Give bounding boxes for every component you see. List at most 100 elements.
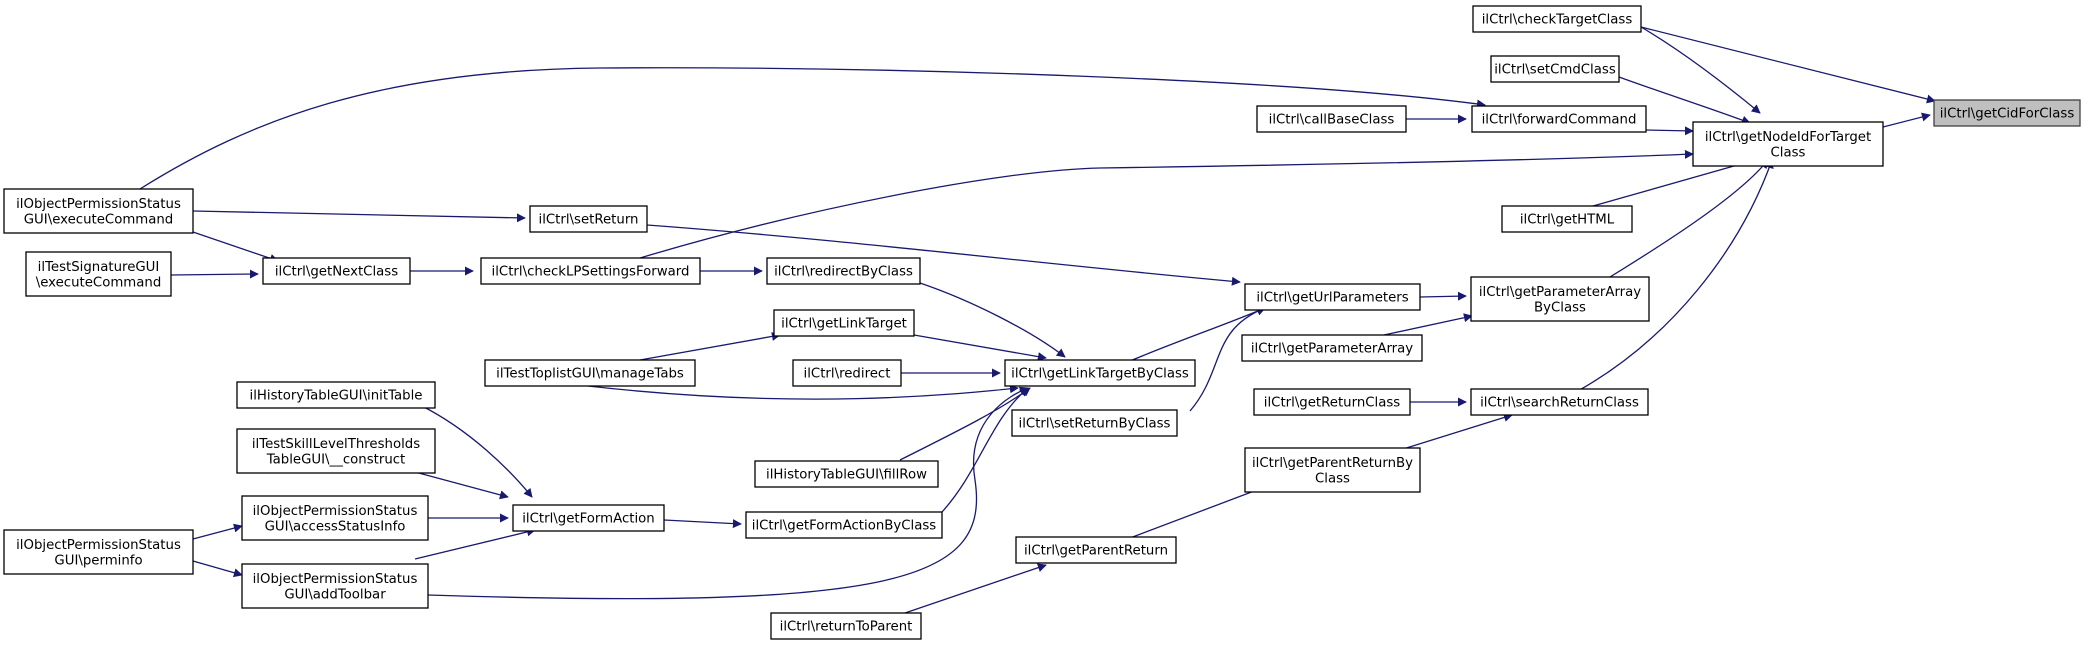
node-box <box>1490 55 1620 83</box>
node-fillRow[interactable]: ilHistoryTableGUI\fillRow <box>754 460 939 488</box>
edge-getParameterArrayByClass-to-getNodeIdForTargetClass <box>1609 159 1769 278</box>
edge-setCmdClass-to-getNodeIdForTargetClass <box>1618 76 1751 125</box>
node-label: ilObjectPermissionStatus <box>253 572 418 587</box>
edge-perminfo-to-accessStatusInfo <box>192 523 243 540</box>
node-label: ilCtrl\getHTML <box>1520 213 1615 228</box>
node-returnToParent[interactable]: ilCtrl\returnToParent <box>770 612 922 640</box>
node-label: Class <box>1315 471 1350 486</box>
edges <box>139 26 1936 614</box>
node-label: ilTestSignatureGUI <box>38 260 160 275</box>
node-getParameterArray[interactable]: ilCtrl\getParameterArray <box>1241 334 1423 362</box>
edge-getParentReturn-to-getParentReturnByClass <box>1129 483 1271 539</box>
node-box <box>1256 105 1407 133</box>
node-construct[interactable]: ilTestSkillLevelThresholdsTableGUI\__con… <box>236 428 436 474</box>
node-getReturnClass[interactable]: ilCtrl\getReturnClass <box>1253 388 1411 416</box>
node-getLinkTargetByClass[interactable]: ilCtrl\getLinkTargetByClass <box>1004 359 1196 387</box>
node-box <box>773 309 915 337</box>
node-forwardCommand[interactable]: ilCtrl\forwardCommand <box>1471 105 1647 133</box>
node-box <box>3 188 194 234</box>
node-checkTargetClass[interactable]: ilCtrl\checkTargetClass <box>1472 5 1642 33</box>
node-checkLPSettingsForward[interactable]: ilCtrl\checkLPSettingsForward <box>480 257 701 285</box>
node-label: ilHistoryTableGUI\fillRow <box>766 468 927 483</box>
node-box <box>745 511 943 539</box>
node-box <box>1004 359 1196 387</box>
node-getUrlParameters[interactable]: ilCtrl\getUrlParameters <box>1244 283 1421 311</box>
node-box <box>1244 447 1421 493</box>
node-box <box>1470 276 1650 322</box>
edge-getLinkTarget-to-getLinkTargetByClass <box>913 334 1047 362</box>
node-getLinkTarget[interactable]: ilCtrl\getLinkTarget <box>773 309 915 337</box>
node-accessStatusInfo[interactable]: ilObjectPermissionStatusGUI\accessStatus… <box>241 495 429 541</box>
node-box <box>241 495 429 541</box>
node-getFormAction[interactable]: ilCtrl\getFormAction <box>512 504 665 532</box>
node-label: ByClass <box>1534 300 1586 315</box>
node-label: Class <box>1771 145 1806 160</box>
node-getNextClass[interactable]: ilCtrl\getNextClass <box>262 257 411 285</box>
node-box <box>1933 99 2081 127</box>
node-label: ilCtrl\getLinkTarget <box>781 317 907 332</box>
edge-getFormAction-to-getFormActionByClass <box>663 519 742 529</box>
node-box <box>3 529 194 575</box>
node-label: GUI\addToolbar <box>284 587 386 602</box>
edge-fillRow-to-getLinkTargetByClass <box>899 387 1031 461</box>
node-callBaseClass[interactable]: ilCtrl\callBaseClass <box>1256 105 1407 133</box>
node-label: GUI\executeCommand <box>24 212 174 227</box>
node-label: GUI\accessStatusInfo <box>265 519 406 534</box>
node-box <box>754 460 939 488</box>
node-redirectByClass[interactable]: ilCtrl\redirectByClass <box>766 257 921 285</box>
node-getCidForClass[interactable]: ilCtrl\getCidForClass <box>1933 99 2081 127</box>
node-label: ilCtrl\getParentReturnBy <box>1252 456 1413 471</box>
node-tsExecuteCommand[interactable]: ilTestSignatureGUI\executeCommand <box>25 251 172 297</box>
node-label: ilCtrl\checkLPSettingsForward <box>492 265 690 280</box>
edge-manageTabs-to-getLinkTarget <box>639 331 781 361</box>
edge-getNodeIdForTargetClass-to-getCidForClass <box>1882 112 1931 128</box>
edge-perminfo-to-addToolbar <box>192 560 243 578</box>
nodes: ilCtrl\getCidForClass ilCtrl\checkTargetC… <box>3 5 2081 640</box>
node-box <box>512 504 665 532</box>
node-box <box>1015 536 1177 564</box>
node-redirect[interactable]: ilCtrl\redirect <box>792 359 902 387</box>
node-label: ilCtrl\returnToParent <box>780 620 913 635</box>
edge-redirectByClass-to-getLinkTargetByClass <box>919 282 1066 358</box>
node-searchReturnClass[interactable]: ilCtrl\searchReturnClass <box>1470 388 1649 416</box>
node-box <box>236 381 436 409</box>
node-box <box>792 359 902 387</box>
node-manageTabs[interactable]: ilTestToplistGUI\manageTabs <box>484 359 696 387</box>
node-getParentReturn[interactable]: ilCtrl\getParentReturn <box>1015 536 1177 564</box>
node-setCmdClass[interactable]: ilCtrl\setCmdClass <box>1490 55 1620 83</box>
edge-checkLPSettingsForward-to-getNodeIdForTargetClass <box>639 149 1694 259</box>
edge-addToolbar-to-getFormAction <box>414 527 536 560</box>
node-getFormActionByClass[interactable]: ilCtrl\getFormActionByClass <box>745 511 943 539</box>
node-label: GUI\perminfo <box>54 553 142 568</box>
node-label: ilObjectPermissionStatus <box>16 538 181 553</box>
edge-getParentReturnByClass-to-searchReturnClass <box>1399 413 1513 451</box>
node-setReturn[interactable]: ilCtrl\setReturn <box>529 205 648 233</box>
node-label: ilCtrl\getLinkTargetByClass <box>1011 367 1189 382</box>
edge-manageTabs-to-getLinkTargetByClass <box>587 384 1019 400</box>
node-opsExecuteCommand[interactable]: ilObjectPermissionStatusGUI\executeComma… <box>3 188 194 234</box>
node-label: ilHistoryTableGUI\initTable <box>250 389 423 404</box>
node-label: ilCtrl\redirect <box>804 367 891 382</box>
node-getHTML[interactable]: ilCtrl\getHTML <box>1501 205 1633 233</box>
node-box <box>1470 388 1649 416</box>
node-label: ilCtrl\setCmdClass <box>1494 63 1616 78</box>
edge-getFormActionByClass-to-getLinkTargetByClass <box>941 387 1029 513</box>
node-label: ilCtrl\getFormAction <box>522 512 655 527</box>
node-box <box>241 563 429 609</box>
edge-returnToParent-to-getParentReturn <box>904 563 1047 614</box>
edge-getParameterArray-to-getParameterArrayByClass <box>1383 313 1473 336</box>
node-label: ilCtrl\setReturn <box>539 213 639 228</box>
node-box <box>236 428 436 474</box>
node-initTable[interactable]: ilHistoryTableGUI\initTable <box>236 381 436 409</box>
node-label: ilObjectPermissionStatus <box>253 504 418 519</box>
node-setReturnByClass[interactable]: ilCtrl\setReturnByClass <box>1011 409 1178 437</box>
node-label: \executeCommand <box>36 275 162 290</box>
node-label: ilCtrl\forwardCommand <box>1482 113 1637 128</box>
edge-getHTML-to-getNodeIdForTargetClass <box>1585 157 1756 209</box>
